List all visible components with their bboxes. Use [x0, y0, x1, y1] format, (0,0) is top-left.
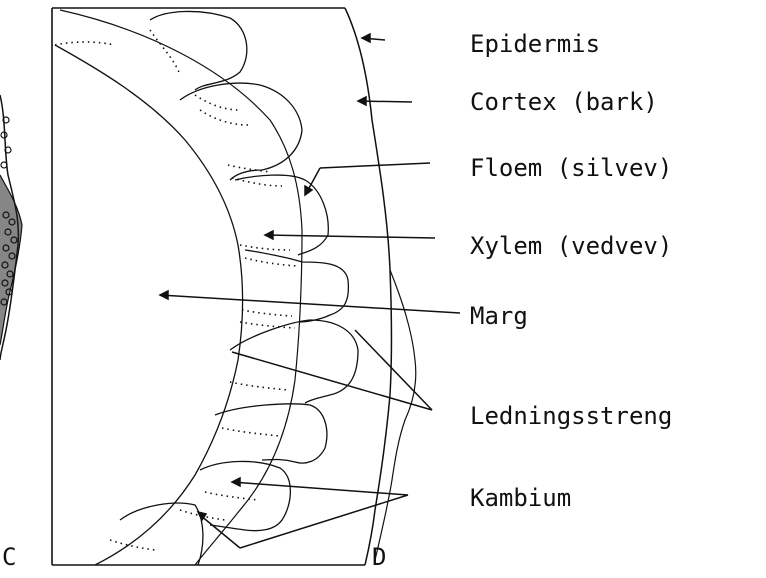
- cambium-dotted-lines: [55, 30, 298, 550]
- label-floem: Floem (silvev): [470, 154, 672, 182]
- cortex-inner-line: [60, 10, 302, 565]
- panel-letter-c: C: [2, 543, 16, 571]
- epidermis-outer-curve: [345, 8, 392, 565]
- panel-letter-d: D: [372, 543, 386, 571]
- label-marg: Marg: [470, 302, 528, 330]
- panel-c-tissue-fragment: [0, 95, 22, 360]
- pith-boundary-line: [55, 45, 243, 565]
- label-kambium: Kambium: [470, 484, 571, 512]
- label-epidermis: Epidermis: [470, 30, 600, 58]
- label-ledningsstreng: Ledningsstreng: [470, 402, 672, 430]
- cortex-lobe-contour: [375, 270, 416, 560]
- label-arrows: [160, 34, 460, 548]
- panel-d-frame: [52, 8, 365, 565]
- label-xylem: Xylem (vedvev): [470, 232, 672, 260]
- label-cortex: Cortex (bark): [470, 88, 658, 116]
